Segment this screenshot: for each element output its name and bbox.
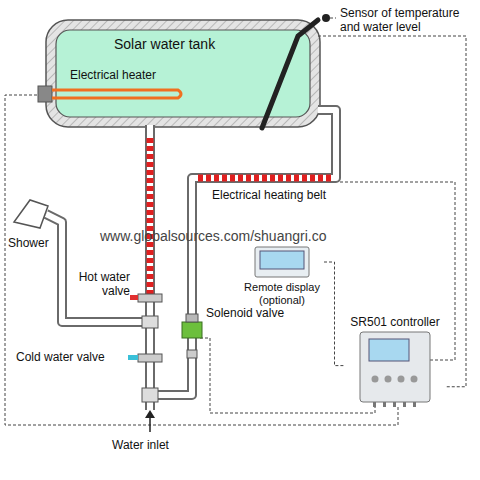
signal-wire (324, 262, 345, 366)
node-text: Remote display (optional) (240, 281, 324, 307)
display-node: Remote display (optional) (240, 246, 324, 307)
heater-label: Electrical heater (70, 68, 190, 82)
display-picture (254, 246, 310, 278)
node-text: SR501 controller (345, 315, 445, 329)
belt-label: Electrical heating belt (212, 188, 362, 202)
valve-label: Solenoid valve (206, 306, 306, 320)
controller-picture (359, 331, 431, 407)
shower-label: Shower (8, 236, 54, 250)
controller-node: SR501 controller (345, 315, 445, 407)
watermark: www.globalsources.com/shuangri.co (100, 228, 380, 245)
inlet-label: Water inlet (112, 438, 192, 452)
node-text: Solar water tank (114, 36, 318, 52)
valve-label: Hot water valve (74, 270, 130, 298)
sensor-label: Sensor of temperature and water level (340, 6, 476, 34)
valve-label: Cold water valve (14, 350, 107, 364)
